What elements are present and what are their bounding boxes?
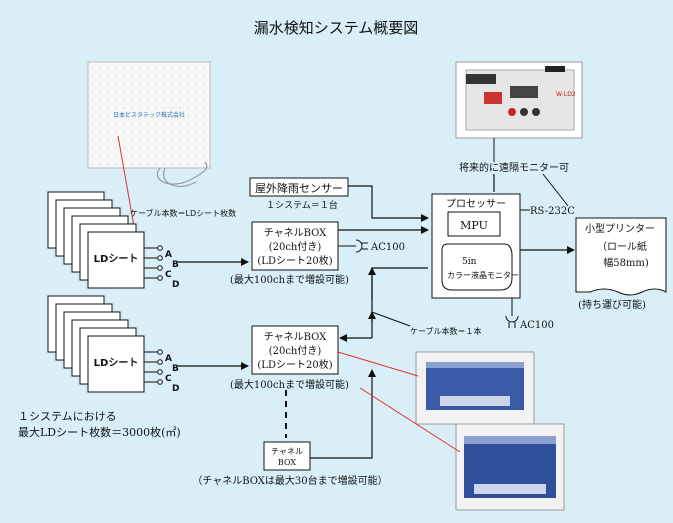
ports-upper: A B C D (144, 245, 179, 290)
port-a-upper: A (165, 250, 172, 260)
channel-box-lower-line2: (20ch付き) (269, 344, 322, 357)
future-note-link (542, 173, 569, 207)
rain-sensor-label: 屋外降雨センサー (255, 181, 343, 195)
small-box-to-bus-arrow (310, 369, 376, 459)
ac-plug-upper (338, 239, 368, 253)
future-note: 将来的に遠隔モニター可 (459, 161, 569, 174)
ld-sheet-stack-lower: LDシート (47, 295, 145, 393)
ld-sheet-photo: 日本ビスタテック株式会社 (87, 61, 211, 187)
sensor-to-processor-arrow (348, 185, 429, 222)
channel-box-lower-line3: (LDシート20枚) (257, 358, 332, 371)
printer-title: 小型プリンター (585, 222, 655, 235)
rs232c-label: RS-232C (530, 206, 575, 217)
mat-photo-text: 日本ビスタテック株式会社 (113, 111, 185, 119)
printer-box (575, 217, 667, 296)
ld-sheet-label-upper: LDシート (94, 253, 139, 265)
cable-note-ld: ケーブル本数＝LDシート枚数 (130, 208, 236, 218)
box-max-note: （チャネルBOXは最大30台まで増設可能） (192, 474, 387, 487)
channel-box-upper (251, 221, 339, 271)
photo-link-line (117, 135, 136, 233)
sensor-note: １システム＝１台 (266, 199, 338, 211)
port-b-upper: B (172, 260, 179, 270)
monitor-size-label: 5in (462, 257, 477, 267)
system-note-line2: 最大LDシート枚数＝3000枚(㎡) (18, 425, 181, 439)
channel-box-upper-line3: (LDシート20枚) (257, 254, 332, 267)
ac100-label-upper: AC100 (370, 242, 405, 253)
cable-note-one: ケーブル本数＝１本 (410, 326, 482, 336)
small-box-line1: チャネル (271, 447, 303, 456)
port-b-lower: B (172, 364, 179, 374)
ld-sheet-stack-upper: LDシート (47, 191, 145, 289)
port-d-lower: D (172, 384, 179, 394)
processor-photo: W-LD2 (455, 61, 583, 139)
channel-box-photo-2 (455, 423, 565, 511)
device-label: W-LD2 (556, 91, 576, 98)
mpu-label: MPU (460, 219, 488, 232)
port-c-upper: C (165, 270, 172, 280)
ac-plug-processor (505, 315, 519, 328)
channel-box-upper-note: (最大100chまで増設可能) (230, 273, 349, 286)
cable-note-pointer (371, 311, 411, 327)
printer-note: (持ち運び可能) (578, 298, 646, 311)
ac100-label-processor: AC100 (519, 320, 554, 331)
rain-sensor-box (249, 177, 349, 197)
port-c-lower: C (165, 374, 172, 384)
channel-box-lower-line1: チャネルBOX (264, 331, 327, 343)
channel-box-lower (251, 325, 339, 375)
channel-box-upper-line2: (20ch付き) (269, 240, 322, 253)
small-channel-box (263, 441, 311, 471)
monitor-label: カラー液晶モニター (447, 270, 519, 280)
processor-label: プロセッサー (446, 198, 506, 210)
system-note-line1: １システムにおける (18, 410, 117, 423)
ld-sheet-label-lower: LDシート (94, 357, 139, 369)
lcd-monitor-shape (441, 243, 513, 291)
port-a-lower: A (165, 354, 172, 364)
channel-box-lower-note: (最大100chまで増設可能) (230, 378, 349, 391)
printer-paper-line1: （ロール紙 (597, 240, 647, 253)
small-box-line2: BOX (278, 458, 296, 467)
ports-lower: A B C D (144, 349, 179, 394)
channel-box-upper-line1: チャネルBOX (264, 227, 327, 239)
diagram-title: 漏水検知システム概要図 (254, 19, 419, 37)
printer-paper-line2: 幅58mm) (603, 256, 649, 269)
mpu-box (447, 211, 501, 237)
channel-box-photo-1 (415, 351, 535, 425)
photo-link-channel-1 (337, 351, 419, 377)
port-d-upper: D (172, 280, 179, 290)
photo-link-channel-2 (359, 387, 461, 453)
